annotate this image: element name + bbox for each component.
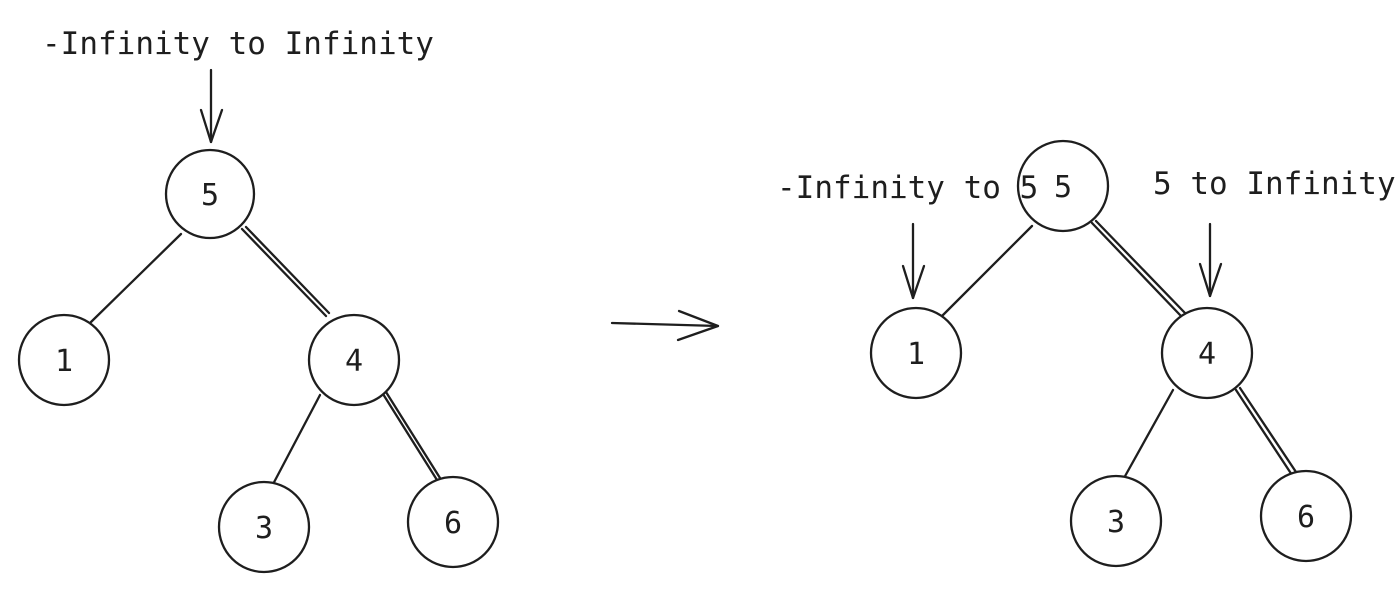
before-tree: -Infinity to Infinity 5 1 4 3 6 — [17, 26, 500, 574]
after-edge-4-6 — [1234, 388, 1294, 477]
after-node-4-value: 4 — [1198, 337, 1216, 372]
after-right-range-label: 5 to Infinity — [1153, 166, 1396, 202]
before-edge-4-6 — [381, 392, 439, 482]
after-tree: 5 -Infinity to 5 5 to Infinity 1 4 3 6 — [777, 139, 1396, 568]
before-node-3: 3 — [217, 480, 311, 574]
before-node-3-value: 3 — [255, 511, 273, 546]
before-edge-4-6-double — [384, 390, 442, 480]
after-node-1: 1 — [869, 306, 963, 400]
after-edge-5-1 — [940, 224, 1034, 318]
after-node-6: 6 — [1259, 469, 1353, 563]
before-node-5: 5 — [164, 148, 256, 240]
before-edge-5-4-double — [244, 225, 331, 315]
before-node-1: 1 — [17, 313, 111, 407]
before-edge-5-4 — [240, 227, 328, 318]
after-edge-5-4 — [1090, 221, 1183, 318]
before-node-6-value: 6 — [444, 506, 462, 541]
after-node-3-value: 3 — [1107, 505, 1125, 540]
before-root-range-label: -Infinity to Infinity — [42, 26, 434, 62]
before-node-5-value: 5 — [201, 178, 219, 213]
after-left-range-label: -Infinity to 5 — [777, 170, 1038, 206]
after-edge-4-6-double — [1238, 386, 1298, 474]
after-node-5: 5 — [1016, 139, 1110, 233]
after-node-3: 3 — [1069, 474, 1163, 568]
after-node-5-value: 5 — [1054, 170, 1072, 205]
before-edge-5-1 — [89, 232, 183, 324]
before-node-4-value: 4 — [345, 344, 363, 379]
after-edge-5-4-double — [1094, 219, 1187, 315]
before-edge-4-3 — [269, 393, 322, 490]
after-node-1-value: 1 — [907, 337, 925, 372]
transition-arrow — [610, 309, 720, 342]
before-node-6: 6 — [406, 475, 500, 569]
after-edge-4-3 — [1122, 388, 1175, 480]
after-left-pointer-arrow — [901, 222, 926, 300]
before-root-pointer-arrow — [199, 68, 224, 144]
after-node-4: 4 — [1160, 306, 1254, 400]
after-right-pointer-arrow — [1198, 222, 1223, 298]
before-node-1-value: 1 — [55, 344, 73, 379]
before-node-4: 4 — [307, 313, 401, 407]
after-node-6-value: 6 — [1297, 500, 1315, 535]
